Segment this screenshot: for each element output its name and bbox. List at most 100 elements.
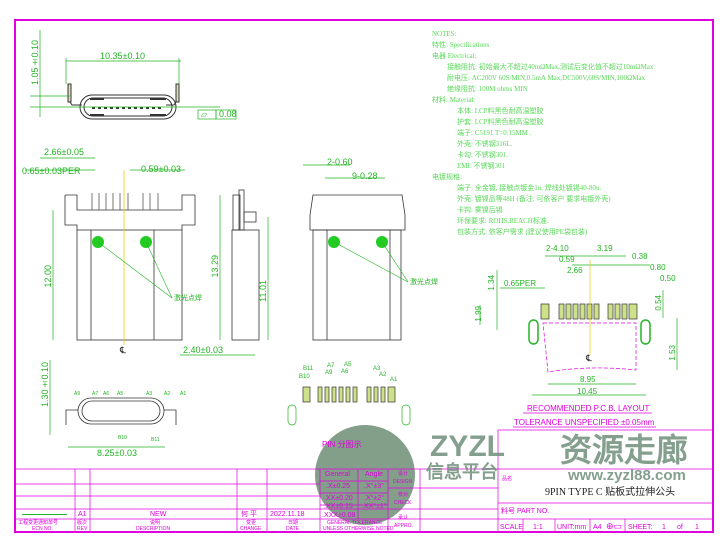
dim-end-height: 1.30±0.10	[40, 362, 50, 408]
dim-length-1329: 13.29	[210, 255, 220, 278]
note: 卡钩: 雾镍后锡	[457, 206, 503, 214]
pcb-dim: 0.50	[660, 274, 676, 283]
ecn-header-cn: 工程变更通知单号	[18, 520, 59, 526]
scale-label: SCALE	[500, 524, 523, 531]
tol-value: .X°±2°	[364, 495, 384, 502]
pin-label: A1	[180, 391, 187, 397]
title-block-lines	[15, 429, 713, 532]
pin-label: B11	[151, 437, 160, 443]
dim-length-1101: 11.01	[258, 280, 268, 302]
tol-value: .XX±0.15	[324, 503, 353, 510]
tol-value: .XX±0.20	[324, 495, 353, 502]
dim-9-028: 9-0.28	[352, 171, 378, 181]
projection-icon: ⊕▭	[606, 521, 623, 531]
note: 包装方式: 依客户需求 (建议使用PE袋包装)	[457, 228, 588, 236]
ecn-header: ECN NO.	[32, 526, 53, 532]
pin-label: B10	[118, 435, 127, 441]
flatness-icon: ▱	[201, 110, 208, 119]
note: 本体: LCP料黑色耐高温塑胶	[457, 107, 544, 115]
appro-label: APPRO.	[394, 523, 413, 529]
rear-view	[309, 194, 406, 341]
desc-header-cn: 说明	[150, 520, 161, 526]
rev-header: REV	[77, 526, 88, 532]
end-view	[65, 397, 177, 425]
date-value: 2022.11.18	[270, 511, 305, 518]
drawing-frame	[14, 19, 714, 533]
dim-2-060: 2-0.60	[327, 157, 353, 167]
check-label-cn: 校对	[398, 492, 409, 498]
design-label-cn: 设计	[398, 471, 409, 477]
dim-top-width: 10.35±0.10	[100, 51, 145, 61]
change-header-cn: 变更	[246, 520, 257, 526]
laser-weld-label: 激光点焊	[410, 279, 438, 286]
ecn-line	[22, 514, 67, 515]
note: 护套: LCP料黑色耐高温塑胶	[457, 118, 544, 126]
watermark-cn1: 信息平台	[426, 462, 498, 482]
dim-pitch: 2.66±0.05	[44, 147, 84, 157]
pin-label: A3	[146, 391, 153, 397]
watermark-brand: ZYZL	[430, 430, 505, 463]
note: 电器 Electrical:	[432, 52, 477, 60]
pcb-layout-title: RECOMMENDED P.C.B. LAYOUT	[527, 404, 650, 413]
note: 外壳: 不锈钢316L.	[457, 140, 513, 148]
pin-label: A2	[164, 391, 171, 397]
date-header-cn: 日期	[288, 520, 299, 526]
pin-label: A6	[341, 369, 349, 375]
pin-label: A6	[103, 391, 110, 397]
tol-value: .X°±3°	[364, 483, 384, 490]
tol-general: General	[325, 471, 350, 478]
change-value: 何 平	[241, 511, 257, 518]
note: 绝缘阻抗: 100M ohms MIN	[447, 85, 528, 93]
pin-label: A3	[373, 366, 381, 372]
pcb-dim: 10.45	[577, 387, 598, 396]
pcb-dim: 0.38	[632, 252, 648, 261]
pcb-dim: 1.34	[487, 275, 496, 291]
pin-label: A5	[117, 391, 124, 397]
pin-layout-label: PIN 分图示	[322, 440, 362, 449]
date-header: DATE	[286, 526, 299, 532]
centerline-mark: ℄	[586, 353, 592, 363]
pcb-dim: 0.54	[654, 295, 663, 311]
pcb-dim: 8.95	[580, 375, 596, 384]
notes-title: NOTES:	[432, 30, 457, 38]
sheet-of: of	[677, 524, 683, 531]
watermark-url: www.zyzl88.com	[568, 467, 686, 484]
tol-value: .X±0.25	[326, 483, 351, 490]
desc-value: NEW	[150, 511, 167, 518]
pcb-dim: 2-4.10	[546, 244, 569, 253]
tol-caption: GENERAL TOLERANCE	[327, 520, 383, 526]
side-view	[231, 189, 260, 341]
note: 端子: C5191 T=0.15MM .	[457, 129, 532, 137]
pcb-dim: 0.59	[559, 255, 575, 264]
top-view	[67, 83, 180, 120]
part-no-label: 料号 PART NO.	[501, 508, 550, 515]
dim-pin-width: 0.59±0.03	[141, 164, 181, 174]
pcb-dim: 1.99	[474, 306, 483, 322]
note: 电镀规格:	[432, 173, 462, 181]
note: 材料: Material:	[432, 96, 476, 104]
centerline-mark: ℄	[120, 345, 126, 355]
dim-pitch-per: 0.65±0.03PER	[22, 166, 81, 176]
tol-caption: UNLESS OTHERWISE NOTED	[323, 526, 394, 532]
note: 外壳: 镀镍品等48H (备注: 可依客户 要求电镀外壳)	[457, 195, 611, 203]
sheet-total: 1	[695, 524, 699, 531]
note: 环保要求: ROHS,REACH标准.	[457, 217, 549, 225]
tol-value: .XXX±0.08	[322, 512, 356, 519]
note: 卡勾: 不锈钢301.	[457, 151, 508, 159]
paper-size: A4	[593, 524, 602, 531]
design-label: DESIGN	[393, 479, 413, 485]
note: 接触阻抗: 初始最大不超过40mΩMax,测试后变化值不超过10mΩMax	[447, 63, 654, 71]
pcb-dim: 1.53	[668, 345, 677, 361]
note: 特性: Specifications	[432, 41, 490, 49]
change-header: CHANGE	[240, 526, 262, 532]
scale-value: 1:1	[533, 524, 543, 531]
pcb-dim: 3.19	[597, 244, 613, 253]
pin-label: A9	[325, 370, 333, 376]
pin-label: A7	[327, 363, 335, 369]
appro-label-cn: 承认	[398, 515, 409, 521]
pcb-tolerance: TOLERANCE UNSPECIFIED ±0.05mm	[514, 418, 655, 427]
pcb-dim: 0.65PER	[504, 279, 537, 288]
pcb-dim: 2.66	[567, 266, 583, 275]
tol-angle: Angle	[365, 471, 383, 478]
